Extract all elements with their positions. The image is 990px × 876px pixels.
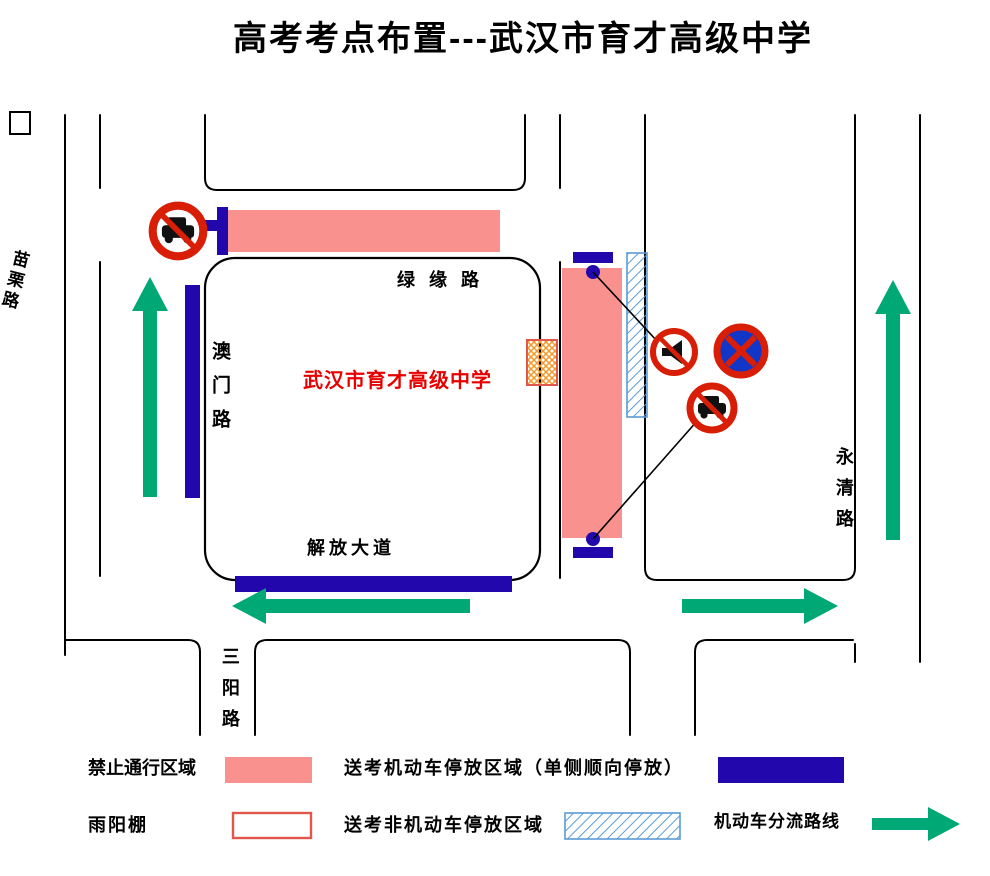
sign-leader-line-top — [592, 271, 658, 342]
road-network — [9, 111, 921, 736]
legend-route-arrow — [872, 807, 960, 841]
legend-swatch-no-pass — [225, 757, 312, 783]
legend-swatch-motor-parking — [718, 757, 844, 783]
road-lvyuan-north-edge — [204, 114, 526, 191]
road-jiefang-south-edge-east — [694, 639, 854, 736]
parking-zone-jiefang-avenue — [235, 576, 512, 592]
no-vehicles-sign-northwest — [153, 206, 204, 257]
legend-label-motor-parking: 送考机动车停放区域（单侧顺向停放） — [344, 758, 684, 778]
road-east-east-edge — [644, 114, 856, 581]
road-label-jiefang: 解放大道 — [307, 538, 395, 558]
no-pass-zone-east-road — [562, 268, 622, 538]
legend-label-no-pass: 禁止通行区域 — [88, 758, 196, 778]
no-stopping-sign — [713, 323, 769, 379]
route-arrow-jiefang-east — [682, 588, 838, 624]
canopy-marker — [526, 339, 558, 386]
legend-label-canopy: 雨阳棚 — [88, 815, 148, 835]
road-label-aomen: 澳门路 — [208, 341, 230, 443]
school-name: 武汉市育才高级中学 — [303, 370, 492, 392]
map-edge-box — [9, 111, 31, 135]
route-arrow-aomen-north — [132, 277, 168, 497]
parking-zone-aomen-road — [185, 285, 200, 498]
sign-leader-line-bottom — [592, 419, 699, 540]
legend-swatch-nonmotor-parking — [564, 812, 681, 840]
no-horn-sign — [650, 328, 698, 376]
road-jiefang-south-edge-west — [64, 639, 201, 736]
barrier-marker-east-top — [573, 252, 613, 263]
route-arrow-jiefang-west — [232, 588, 470, 624]
school-block — [203, 256, 542, 582]
legend-swatch-canopy — [231, 811, 313, 840]
route-arrow-yongqing-north — [875, 280, 911, 540]
road-label-yongqing: 永清路 — [833, 447, 854, 540]
barrier-marker-northwest-h — [202, 220, 228, 231]
page-title: 高考考点布置---武汉市育才高级中学 — [233, 20, 813, 58]
legend-label-nonmotor-parking: 送考非机动车停放区域 — [344, 815, 544, 835]
cross-icon — [724, 334, 758, 368]
no-pass-zone-lvyuan — [222, 210, 500, 252]
road-label-sanyang: 三阳路 — [219, 647, 240, 740]
legend-label-route: 机动车分流路线 — [714, 812, 840, 831]
road-label-lvyuan: 绿缘路 — [397, 270, 493, 290]
no-vehicles-sign-east — [690, 386, 734, 430]
prohibition-slash-icon — [657, 335, 691, 369]
nonmotor-parking-zone — [626, 252, 648, 418]
road-jiefang-south-edge-mid — [254, 639, 631, 736]
road-yongqing-edges — [854, 114, 921, 663]
barrier-marker-east-bottom — [573, 547, 613, 558]
